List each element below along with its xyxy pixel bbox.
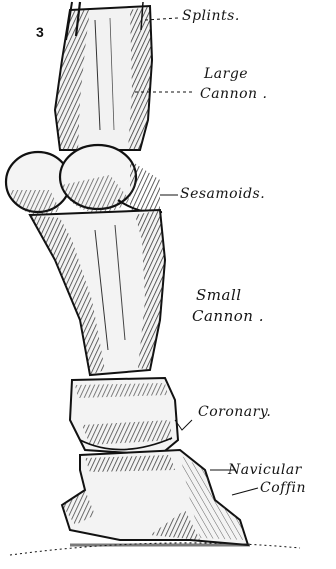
label-small-cannon-line1: Small bbox=[196, 286, 242, 304]
label-navicular: Navicular bbox=[228, 462, 302, 478]
label-large-cannon-line1: Large bbox=[204, 66, 248, 82]
label-coffin: Coffin bbox=[260, 480, 306, 496]
coronary-bone bbox=[70, 378, 178, 455]
label-coronary: Coronary. bbox=[198, 404, 271, 420]
label-large-cannon-line2: Cannon . bbox=[200, 86, 267, 102]
label-splints: Splints. bbox=[182, 8, 240, 24]
sesamoid-bones bbox=[6, 145, 162, 215]
large-cannon-bone bbox=[55, 6, 152, 150]
figure-number: 3 bbox=[36, 24, 44, 40]
label-small-cannon-line2: Cannon . bbox=[192, 307, 264, 325]
label-sesamoids: Sesamoids. bbox=[180, 186, 265, 202]
small-cannon-bone bbox=[30, 210, 165, 375]
